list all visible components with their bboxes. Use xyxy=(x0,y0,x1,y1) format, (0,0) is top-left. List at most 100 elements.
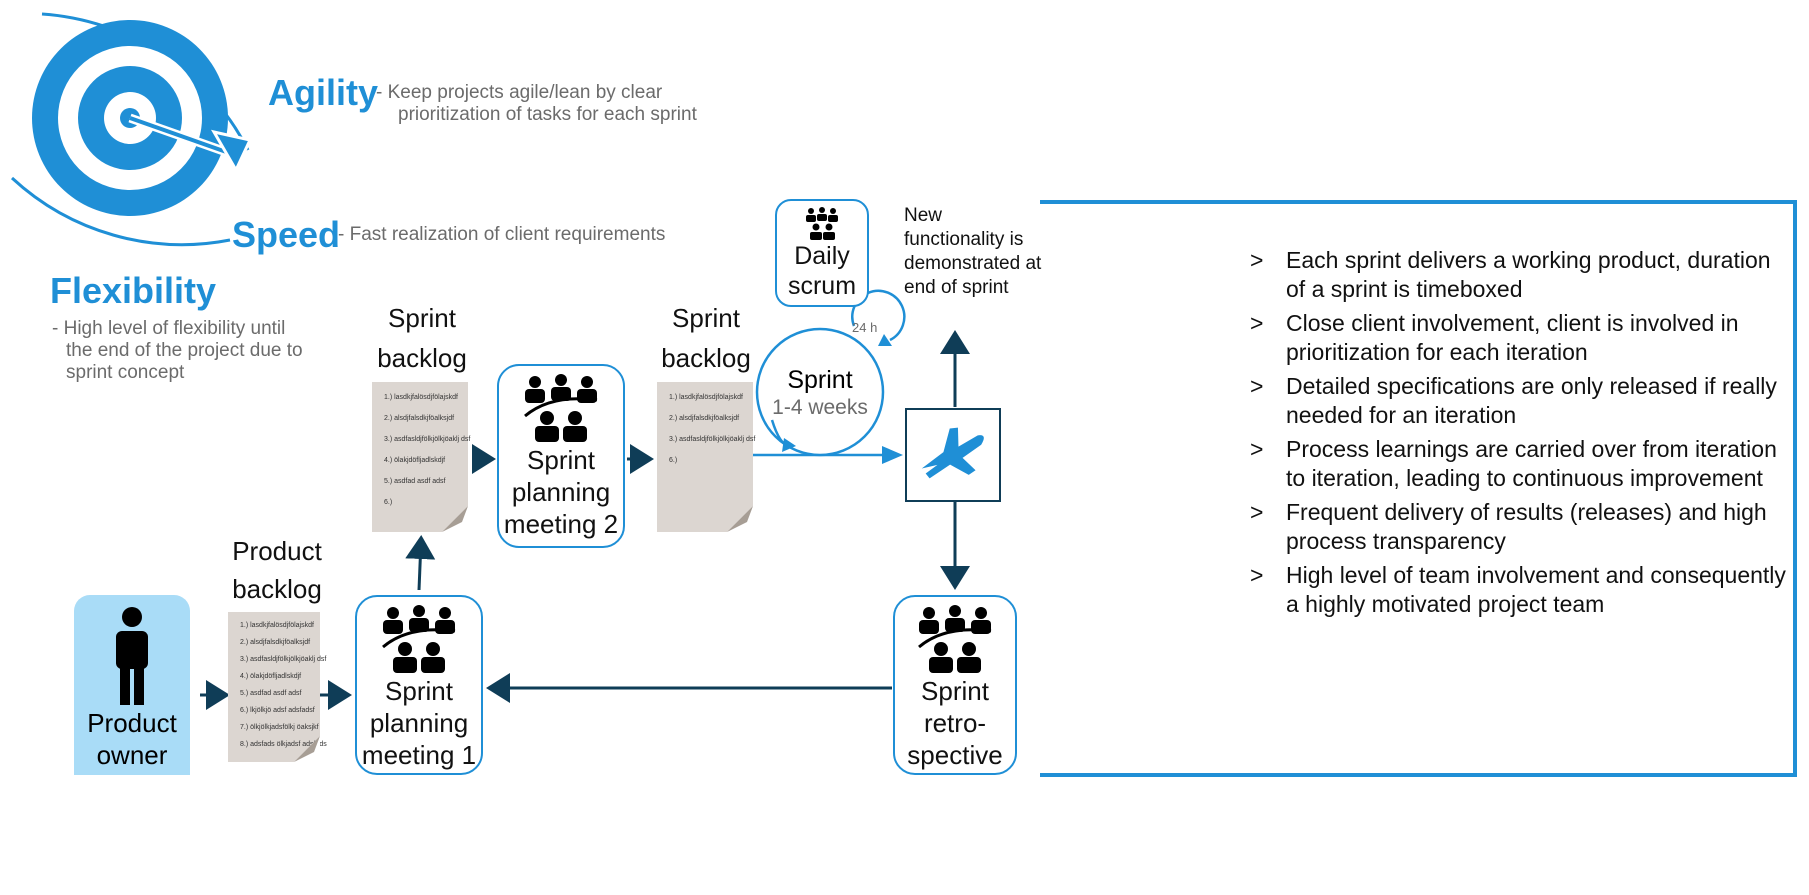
backlog-item: 6.) xyxy=(384,499,393,506)
bullet-item: > Each sprint delivers a working product,… xyxy=(1250,246,1790,303)
flexibility-text-line2: the end of the project due to xyxy=(66,340,303,361)
bullet-marker: > xyxy=(1250,247,1264,273)
doc-fold-icon xyxy=(442,506,468,532)
plane-icon xyxy=(921,427,984,479)
sprint-backlog-1-doc: 1.) lasdkjfalösdjfölajskdf 2.) alsdjfals… xyxy=(372,382,471,532)
backlog-item: 4.) ölakjdöfljadlskdjf xyxy=(240,673,302,680)
bullet-text: Process learnings are carried over from … xyxy=(1286,436,1777,491)
bullet-marker: > xyxy=(1250,499,1264,525)
bullet-marker: > xyxy=(1250,310,1264,336)
arrow-planning1-to-sprintbacklog xyxy=(405,535,436,591)
bullet-text: Close client involvement, client is invo… xyxy=(1286,310,1739,365)
backlog-item: 2.) alsdjfalsdkjföalksjdf xyxy=(384,415,455,422)
team-icon xyxy=(524,374,598,442)
retrospective-line3: spective xyxy=(907,740,1003,770)
product-backlog-label-line1: Product xyxy=(232,536,322,566)
planning1-line1: Sprint xyxy=(385,676,453,706)
bullet-text: High level of team involvement and conse… xyxy=(1286,562,1786,617)
backlog-item: 2.) alsdjfalsdkjföalksjdf xyxy=(669,415,740,422)
sprint-backlog-1-label: Sprint backlog xyxy=(372,298,472,378)
sprint-backlog-2-label-line1: Sprint xyxy=(672,303,740,333)
sprint-planning-meeting-1: Sprint planning meeting 1 xyxy=(355,595,483,775)
outer-arc-lower xyxy=(10,176,231,247)
sprint-cycle-label: 24 h xyxy=(852,320,878,335)
sprint-backlog-1-label-line1: Sprint xyxy=(388,303,456,333)
daily-scrum-box: Daily scrum xyxy=(775,199,869,307)
team-icon xyxy=(918,605,992,673)
bullet-marker: > xyxy=(1250,562,1264,588)
new-functionality-line3: demonstrated at xyxy=(904,253,1042,274)
bullet-marker: > xyxy=(1250,373,1264,399)
sprint-circle-title: Sprint xyxy=(787,366,853,394)
backlog-item: 5.) asdfad asdf adsf xyxy=(384,478,446,485)
backlog-item: 2.) alsdjfalsdkjföalksjdf xyxy=(240,639,311,646)
speed-title: Speed xyxy=(232,214,341,255)
new-functionality-line2: functionality is xyxy=(904,229,1024,250)
backlog-item: 8.) adsfads ölkjadsf adsfads xyxy=(240,741,327,748)
bullet-text: Frequent delivery of results (releases) … xyxy=(1286,499,1767,554)
backlog-item: 3.) asdfasldjfölkjölkjöaklj dsf xyxy=(669,436,756,443)
product-owner-line1: Product xyxy=(87,708,177,738)
bullet-item: > High level of team involvement and cons… xyxy=(1250,561,1790,618)
product-owner-label: Product owner xyxy=(74,707,190,771)
backlog-item: 1.) lasdkjfalösdjfölajskdf xyxy=(669,394,743,401)
agility-text: - Keep projects agile/lean by clear prio… xyxy=(376,82,697,126)
sprint-retrospective-box: Sprint retro- spective xyxy=(893,595,1017,775)
agility-title: Agility xyxy=(268,72,379,113)
backlog-item: 7.) ölkjölkjadsfölkj öaksjkf xyxy=(240,724,319,731)
backlog-item: 6.) lkjölkjö adsf adsfadsf xyxy=(240,707,315,714)
sprint-backlog-2-label-line2: backlog xyxy=(661,343,751,373)
bullet-marker: > xyxy=(1250,436,1264,462)
team-icon xyxy=(806,207,838,240)
retrospective-line2: retro- xyxy=(923,708,987,738)
sprint-backlog-2-label: Sprint backlog xyxy=(656,298,756,378)
arrow-head-release xyxy=(882,446,903,464)
benefits-bullet-list: > Each sprint delivers a working product,… xyxy=(1250,246,1790,624)
backlog-item: 3.) asdfasldjfölkjölkjöaklj dsf xyxy=(240,656,327,663)
flexibility-text-line3: sprint concept xyxy=(66,362,185,383)
planning1-line3: meeting 1 xyxy=(361,740,477,770)
bullet-item: > Frequent delivery of results (releases)… xyxy=(1250,498,1790,555)
cycle-arrow-icon xyxy=(851,289,906,342)
product-owner-line2: owner xyxy=(96,740,168,770)
bullet-item: > Close client involvement, client is inv… xyxy=(1250,309,1790,366)
product-backlog-label: Product backlog xyxy=(222,532,332,608)
backlog-item: 4.) ölakjdöfljadlskdjf xyxy=(384,457,446,464)
product-owner-box: Product owner xyxy=(74,595,190,775)
agility-text-line1: - Keep projects agile/lean by clear xyxy=(376,82,663,103)
target-icon xyxy=(32,20,253,216)
flexibility-title: Flexibility xyxy=(50,270,217,311)
new-functionality-line1: New xyxy=(904,205,943,226)
planning1-line2: planning xyxy=(369,708,469,738)
bullet-item: > Detailed specifications are only releas… xyxy=(1250,372,1790,429)
backlog-item: 5.) asdfad asdf adsf xyxy=(240,690,302,697)
backlog-item: 1.) lasdkjfalösdjfölajskdf xyxy=(240,622,314,629)
bullet-text: Detailed specifications are only release… xyxy=(1286,373,1777,428)
retrospective-line1: Sprint xyxy=(921,676,989,706)
flexibility-text: - High level of flexibility until the en… xyxy=(52,318,303,384)
planning2-line1: Sprint xyxy=(527,445,595,475)
product-backlog-label-line2: backlog xyxy=(232,574,322,604)
sprint-backlog-1-label-line2: backlog xyxy=(377,343,467,373)
flexibility-text-line1: - High level of flexibility until xyxy=(52,318,286,339)
bullet-item: > Process learnings are carried over from… xyxy=(1250,435,1790,492)
sprint-planning-meeting-2: Sprint planning meeting 2 xyxy=(497,364,625,548)
sprint-circle-duration: 1-4 weeks xyxy=(772,396,868,419)
person-icon xyxy=(116,607,148,705)
product-backlog-doc: 1.) lasdkjfalösdjfölajskdf 2.) alsdjfals… xyxy=(228,612,327,762)
new-functionality-text: New functionality is demonstrated at end… xyxy=(904,204,1041,300)
bullet-text: Each sprint delivers a working product, … xyxy=(1286,247,1771,302)
doc-fold-icon xyxy=(727,506,753,532)
daily-scrum-line2: scrum xyxy=(787,272,857,300)
team-icon xyxy=(382,605,456,673)
agility-text-line2: prioritization of tasks for each sprint xyxy=(398,104,697,125)
bullet-panel-border xyxy=(1040,200,1797,777)
speed-text: - Fast realization of client requirement… xyxy=(338,224,666,245)
backlog-item: 6.) xyxy=(669,457,678,464)
backlog-item: 3.) asdfasldjfölkjölkjöaklj dsf xyxy=(384,436,471,443)
new-functionality-line4: end of sprint xyxy=(904,277,1009,298)
daily-scrum-line1: Daily xyxy=(794,242,850,270)
doc-fold-icon xyxy=(294,736,320,762)
sprint-circle-shape xyxy=(755,327,885,457)
